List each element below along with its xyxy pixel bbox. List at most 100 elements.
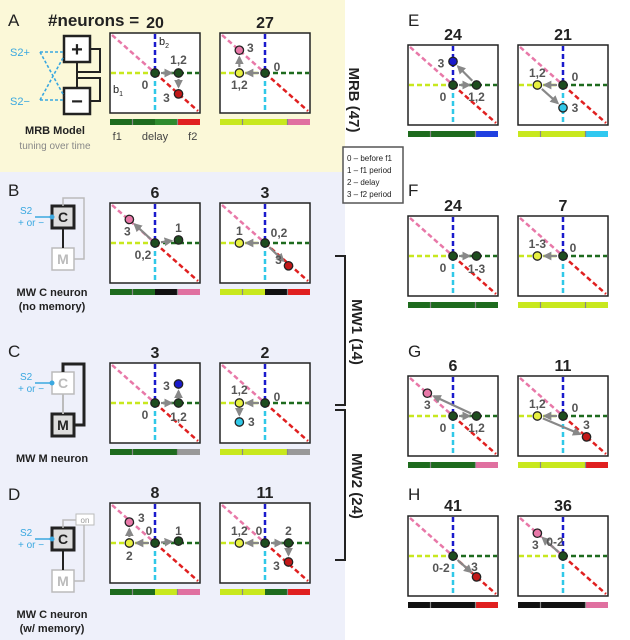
state-point	[532, 80, 543, 90]
state-point	[124, 214, 135, 225]
state-point	[173, 89, 184, 99]
panel-letter-h: H	[408, 485, 420, 504]
timeline-segment	[265, 589, 288, 595]
diagonal-pink	[111, 364, 156, 404]
timeline-segment	[220, 589, 243, 595]
timeline-segment	[540, 131, 563, 137]
state-label: 0	[570, 241, 577, 255]
state-label: 0	[440, 421, 447, 435]
neuron-count: 20	[146, 15, 164, 32]
feedback-loop	[61, 362, 86, 427]
legend-entry: 0 – before f1	[347, 154, 392, 163]
timeline-segment	[563, 131, 586, 137]
timeline-segment	[177, 449, 200, 455]
neuron-count: 3	[151, 345, 160, 362]
mrb-model-title: MRB Model	[25, 125, 85, 137]
trajectory-arrow	[456, 65, 474, 82]
state-point	[532, 411, 543, 421]
timeline-segment	[132, 589, 155, 595]
state-label: 1,2	[529, 66, 546, 80]
model-subtitle: (w/ memory)	[20, 623, 85, 635]
timeline-segment	[287, 119, 310, 125]
diagonal-red	[264, 402, 309, 442]
timeline-segment	[287, 289, 310, 295]
state-point	[173, 235, 184, 245]
state-label: 3	[273, 559, 280, 573]
timeline-segment	[265, 119, 288, 125]
state-point	[260, 398, 270, 408]
group-label-mw1: MW1 (14)	[348, 299, 365, 365]
state-point	[234, 45, 245, 56]
diagonal-red	[154, 402, 199, 442]
timeline-segment	[475, 302, 498, 308]
timeline-segment	[475, 131, 498, 137]
timeline-segment	[132, 119, 155, 125]
timeline-segment	[242, 589, 265, 595]
m-unit-label: M	[57, 573, 69, 589]
diagonal-red	[452, 84, 497, 124]
timeline-segment	[585, 462, 608, 468]
input-dot	[49, 380, 55, 386]
timeline-segment	[585, 602, 608, 608]
state-point	[150, 398, 160, 408]
state-point	[448, 80, 458, 90]
sign-label: + or −	[18, 540, 44, 551]
neuron-count: 36	[554, 498, 572, 515]
state-label: 3	[163, 379, 170, 393]
s2-minus-label: S2−	[10, 96, 30, 108]
neurons-count-label: #neurons =	[48, 11, 139, 30]
timeline-segment	[518, 302, 541, 308]
timeline-segment	[430, 131, 453, 137]
state-label: 0	[146, 524, 153, 538]
state-point	[173, 379, 184, 389]
state-label: 1,2	[231, 524, 248, 538]
state-label: 1,2	[468, 421, 485, 435]
model-title: MW M neuron	[16, 453, 88, 465]
timeline-segment	[408, 131, 431, 137]
state-label: 1,2	[231, 78, 248, 92]
neuron-count: 6	[151, 185, 160, 202]
panel-letter-a: A	[8, 11, 20, 30]
diagonal-red	[562, 84, 607, 124]
state-label: 3	[248, 415, 255, 429]
timeline-segment	[563, 462, 586, 468]
state-point	[150, 538, 160, 548]
timeline-segment	[155, 449, 178, 455]
panel-letter-d: D	[8, 485, 20, 504]
timeline-segment	[220, 449, 243, 455]
state-label: 0	[142, 78, 149, 92]
neuron-count: 24	[444, 27, 462, 44]
plus-unit-label: +	[71, 39, 83, 61]
state-point	[234, 68, 245, 78]
legend-entry: 1 – f1 period	[347, 166, 391, 175]
timeline-segment	[177, 589, 200, 595]
state-point	[558, 411, 568, 421]
group-label-mrb: MRB (47)	[345, 67, 362, 132]
state-point	[471, 411, 482, 421]
diagonal-pink	[519, 217, 564, 257]
m-unit-label: M	[57, 251, 69, 267]
c-unit-label: C	[58, 375, 68, 391]
diagonal-pink	[221, 364, 266, 404]
state-point	[260, 238, 270, 248]
plot-c2: 201,23	[219, 345, 311, 455]
timeline-segment	[110, 589, 133, 595]
state-point	[260, 68, 270, 78]
state-point	[581, 432, 592, 442]
state-label: 1,2	[529, 397, 546, 411]
state-point	[150, 68, 160, 78]
diagonal-pink	[409, 377, 454, 417]
timeline-segment	[585, 131, 608, 137]
state-point	[558, 102, 568, 113]
trajectory-arrow	[268, 246, 285, 263]
